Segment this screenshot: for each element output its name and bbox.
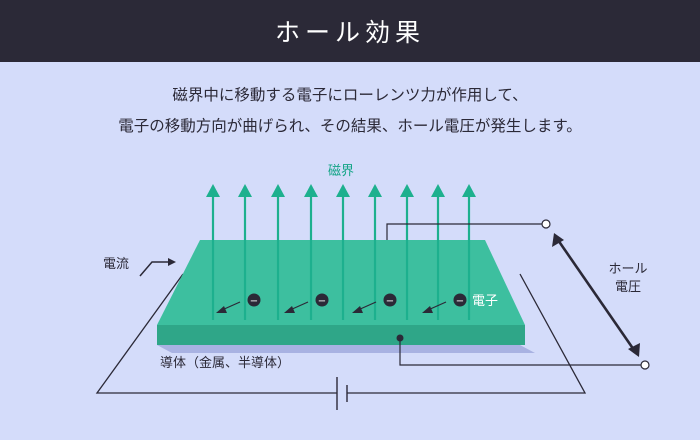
- field-arrowhead: [400, 184, 414, 197]
- electron-sign: −: [456, 296, 464, 307]
- electron: −: [216, 293, 261, 313]
- current-arrowhead: [168, 258, 176, 266]
- circuit-wire-right: [347, 273, 587, 394]
- electron-sign: −: [250, 296, 258, 307]
- electron: −: [284, 293, 329, 313]
- electron-sign: −: [386, 296, 394, 307]
- description-line-2: 電子の移動方向が曲げられ、その結果、ホール電圧が発生します。: [118, 117, 582, 135]
- electron-direction-arrow: [284, 306, 295, 313]
- electron-direction-arrow: [422, 306, 433, 313]
- terminal-bottom: [640, 360, 650, 370]
- electron-icon: [247, 293, 261, 307]
- terminal-top: [541, 219, 551, 229]
- magnetic-field-arrows: [206, 184, 476, 320]
- current-label: 電流: [103, 257, 129, 272]
- description-line-1: 磁界中に移動する電子にローレンツ力が作用して、: [172, 86, 528, 104]
- hall-voltage-arrow: [556, 239, 636, 351]
- field-arrowhead: [304, 184, 318, 197]
- current-arrow: [139, 261, 172, 277]
- hall-voltage-arrowhead-bottom: [628, 343, 640, 357]
- page-title: ホール効果: [274, 18, 425, 47]
- header-bar: ホール効果: [0, 0, 700, 62]
- electron-direction-arrow: [216, 306, 227, 313]
- hall-voltage-label-line1: ホール: [608, 262, 647, 277]
- electron: −: [422, 293, 467, 313]
- plate-shadow: [157, 345, 535, 353]
- circuit-wire-left: [95, 273, 337, 394]
- field-arrowhead: [238, 184, 252, 197]
- field-arrowhead: [271, 184, 285, 197]
- electron: −: [352, 293, 397, 313]
- electron-icon: [383, 293, 397, 307]
- field-arrowhead: [368, 184, 382, 197]
- electron-sign: −: [318, 296, 326, 307]
- hall-lead-top: [386, 223, 546, 240]
- field-arrowhead: [431, 184, 445, 197]
- plate-front-face: [157, 325, 525, 345]
- hall-voltage-label-line2: 電圧: [615, 280, 641, 295]
- field-arrowhead: [206, 184, 220, 197]
- electrons: − − − −: [216, 293, 467, 313]
- electron-direction-arrow: [352, 306, 363, 313]
- conductor-label: 導体（金属、半導体）: [160, 355, 290, 371]
- field-arrowhead: [336, 184, 350, 197]
- hall-voltage-arrowhead-top: [552, 233, 564, 247]
- description: 磁界中に移動する電子にローレンツ力が作用して、 電子の移動方向が曲げられ、その結…: [0, 80, 700, 142]
- electron-icon: [453, 293, 467, 307]
- electron-label: 電子: [472, 294, 498, 309]
- field-arrowhead: [462, 184, 476, 197]
- electron-icon: [315, 293, 329, 307]
- magnetic-field-label: 磁界: [328, 164, 354, 179]
- hall-lead-bottom: [399, 338, 645, 366]
